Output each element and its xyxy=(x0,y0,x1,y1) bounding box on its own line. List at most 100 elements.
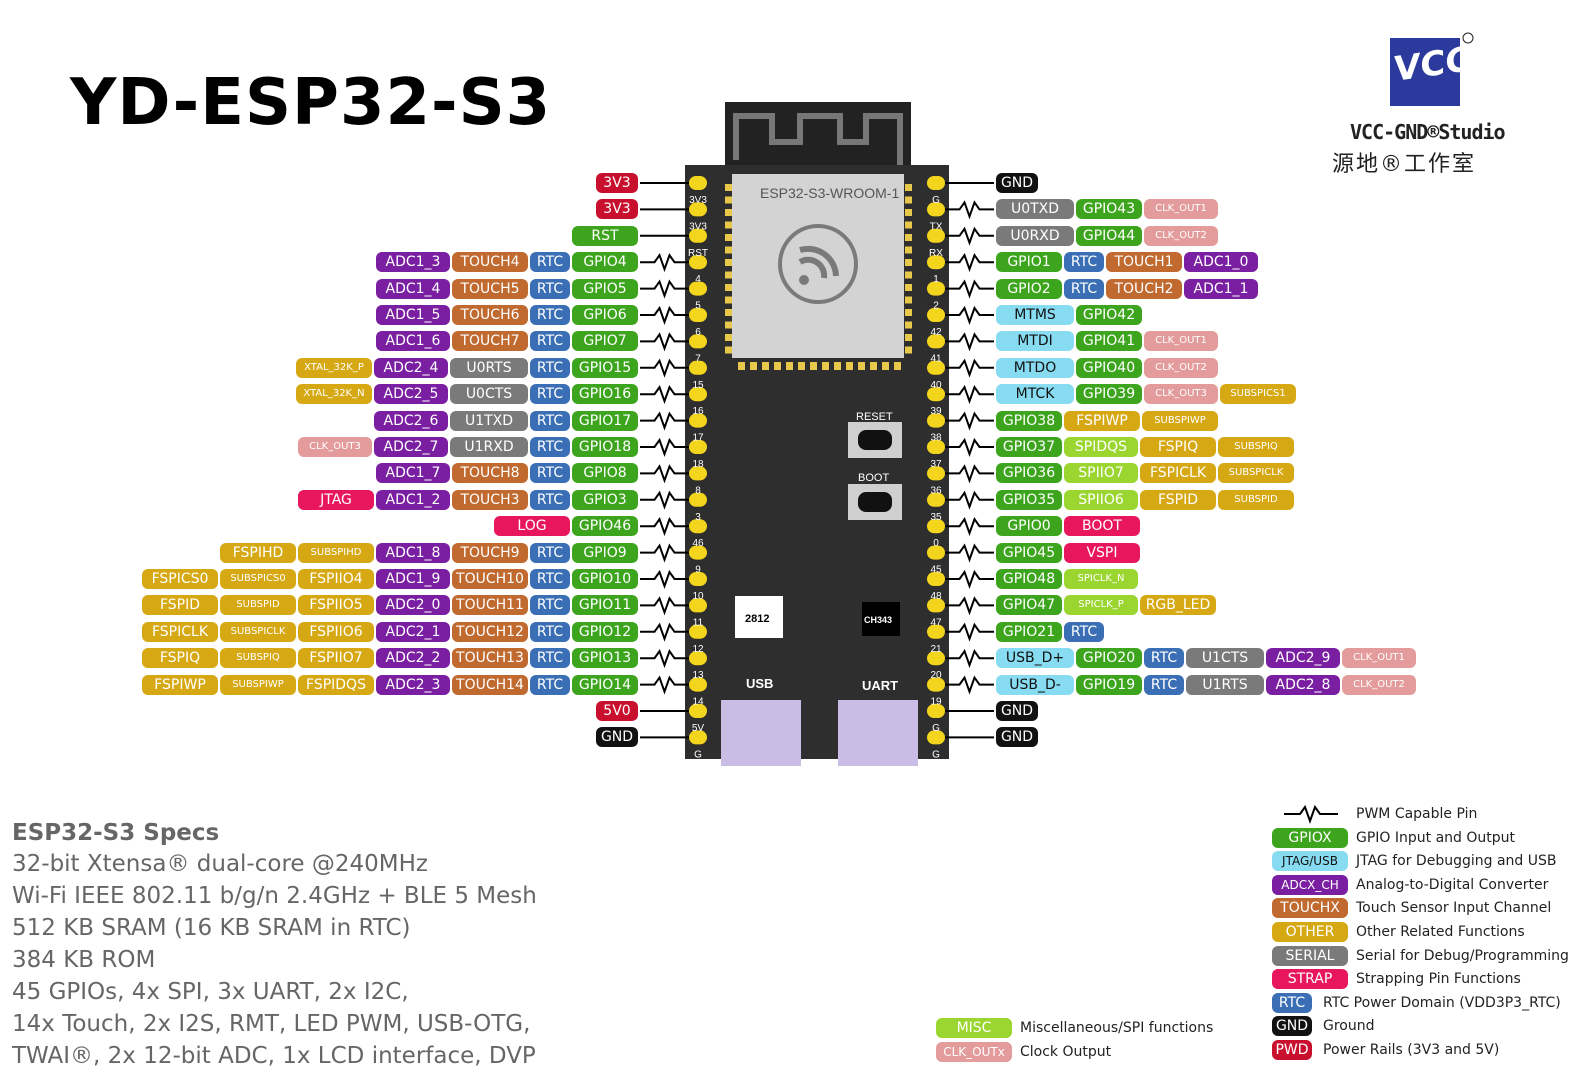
pin-silkscreen: 20 xyxy=(930,670,942,681)
pin-silkscreen: G xyxy=(932,723,940,734)
pin-label-misc: SPIIO7 xyxy=(1064,463,1138,484)
module-pad xyxy=(870,362,877,370)
pin-label-adc: ADC1_0 xyxy=(1184,252,1258,273)
specs-line: Wi-Fi IEEE 802.11 b/g/n 2.4GHz + BLE 5 M… xyxy=(12,883,537,909)
pin-label-clk: CLK_OUT2 xyxy=(1144,225,1218,246)
pin-label-other: SUBSPIWP xyxy=(220,674,296,695)
pin-silkscreen: 8 xyxy=(695,485,701,496)
header-pin xyxy=(927,466,945,481)
antenna-trace xyxy=(733,113,903,165)
header-pin xyxy=(689,466,707,481)
pin-label-serial: U1TXD xyxy=(450,410,528,431)
pwm-wire xyxy=(945,490,994,510)
pin-label-misc: SPICLK_P xyxy=(1064,595,1138,616)
pin-label-adc: ADC2_4 xyxy=(374,357,448,378)
legend-desc: Analog-to-Digital Converter xyxy=(1356,876,1549,893)
pwm-wire xyxy=(640,385,689,405)
module-pad xyxy=(725,321,732,329)
pwm-wire xyxy=(945,517,994,537)
pin-label-other: FSPIIO6 xyxy=(298,621,374,642)
pwm-wire xyxy=(945,649,994,669)
pin-label-gpio: GPIO1 xyxy=(996,252,1062,273)
pin-label-other: SUBSPIQ xyxy=(1218,437,1294,457)
pin-label-other: FSPIIO5 xyxy=(298,595,374,616)
pin-label-gpio: GPIO4 xyxy=(572,252,638,273)
pin-label-touch: TOUCH5 xyxy=(452,278,528,299)
pin-label-gpio: GPIO44 xyxy=(1076,225,1142,246)
pin-label-clk: CLK_OUT1 xyxy=(1342,648,1416,669)
legend-desc: GPIO Input and Output xyxy=(1356,829,1516,846)
pin-label-touch: TOUCH2 xyxy=(1106,278,1182,299)
module-pad xyxy=(725,296,732,304)
pin-silkscreen: 16 xyxy=(692,406,704,417)
pin-label-adc: ADC2_6 xyxy=(374,410,448,431)
header-pin xyxy=(689,492,707,507)
pin-silkscreen: 1 xyxy=(933,274,939,285)
legend-key-other: OTHER xyxy=(1272,922,1348,942)
specs-block: ESP32-S3 Specs 32-bit Xtensa® dual-core … xyxy=(12,818,537,1072)
pin-silkscreen: 18 xyxy=(692,459,704,470)
pin-label-jtag: USB_D- xyxy=(996,674,1074,695)
module-pad xyxy=(725,346,732,354)
module-pad xyxy=(905,184,912,191)
header-pin xyxy=(689,440,707,454)
uart-label: UART xyxy=(862,678,898,693)
pwm-wire xyxy=(945,675,994,695)
pin-label-gpio: GPIO18 xyxy=(572,437,638,457)
pin-label-touch: TOUCH13 xyxy=(452,648,528,669)
pin-silkscreen: 3 xyxy=(695,512,701,523)
pin-silkscreen: 3V3 xyxy=(689,221,707,232)
header-pin xyxy=(689,519,707,534)
pin-label-adc: ADC2_0 xyxy=(376,595,450,616)
pin-label-other: FSPID xyxy=(142,595,218,616)
specs-line: 14x Touch, 2x I2S, RMT, LED PWM, USB-OTG… xyxy=(12,1011,531,1037)
module-pad xyxy=(905,334,912,341)
pin-silkscreen: 48 xyxy=(930,591,942,602)
header-pin xyxy=(689,413,707,428)
legend-desc: Touch Sensor Input Channel xyxy=(1356,900,1552,917)
header-pin xyxy=(927,440,945,454)
pin-label-gpio: GPIO21 xyxy=(996,621,1062,642)
pin-label-touch: TOUCH11 xyxy=(452,595,528,616)
pin-label-adc: ADC1_2 xyxy=(376,489,450,510)
pin-label-adc: ADC2_7 xyxy=(374,437,448,457)
header-pin xyxy=(927,624,945,639)
pin-label-other: RGB_LED xyxy=(1140,595,1216,616)
pin-silkscreen: 38 xyxy=(930,433,942,444)
pin-label-gpio: GPIO48 xyxy=(996,569,1062,589)
header-pin xyxy=(689,281,707,296)
pin-label-gpio: GPIO11 xyxy=(572,595,638,616)
header-pin xyxy=(927,202,945,217)
module-pad xyxy=(822,362,829,370)
uart-chip xyxy=(862,602,900,636)
pin-label-other: SUBSPICS0 xyxy=(220,569,296,589)
pin-label-rtc: RTC xyxy=(1144,674,1184,695)
pwm-wire xyxy=(945,385,994,405)
pin-silkscreen: 17 xyxy=(692,433,704,444)
pin-label-misc: SPIDQS xyxy=(1064,437,1138,457)
pin-label-gpio: RST xyxy=(572,225,638,246)
module-pad xyxy=(725,234,732,241)
module-pad xyxy=(762,362,769,370)
pin-label-gpio: GPIO38 xyxy=(996,410,1062,431)
pin-label-gpio: GPIO20 xyxy=(1076,648,1142,669)
pin-label-gpio: GPIO9 xyxy=(572,542,638,563)
pin-label-gpio: GPIO0 xyxy=(996,516,1062,537)
pin-label-serial: U0CTS xyxy=(450,384,528,405)
pin-label-rtc: RTC xyxy=(530,569,570,589)
pin-label-adc: ADC2_3 xyxy=(376,674,450,695)
pin-label-adc: ADC1_5 xyxy=(376,305,450,325)
pwm-wire xyxy=(945,305,994,325)
pin-silkscreen: G xyxy=(932,749,940,760)
module-pad xyxy=(905,309,912,316)
page-title: YD-ESP32-S3 xyxy=(70,66,552,140)
module-pad xyxy=(894,362,901,370)
pin-label-adc: ADC1_9 xyxy=(376,569,450,589)
pwm-wire xyxy=(640,437,689,457)
usb-port xyxy=(721,700,801,766)
legend-desc: PWM Capable Pin xyxy=(1356,806,1478,822)
